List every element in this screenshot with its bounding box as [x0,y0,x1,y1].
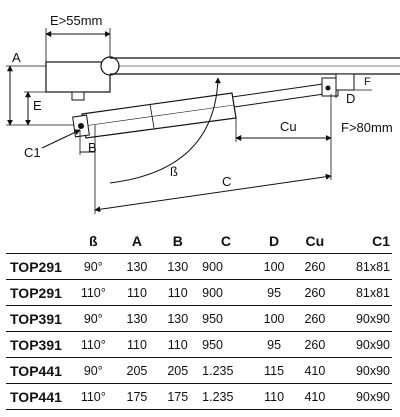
cell-c: 1.235 [198,357,254,384]
cell-d: 95 [253,331,295,358]
cell-model: TOP291 [6,279,70,306]
cell-d: 95 [253,279,295,306]
cell-b: 110 [157,331,199,358]
cell-b: 110 [157,279,199,306]
operator-divider [149,103,155,129]
cell-cu: 410 [294,357,336,384]
cell-model: TOP391 [6,331,70,358]
header-beta: ß [70,228,117,254]
c-label: C [222,174,231,189]
cell-c1: 81x81 [335,279,392,306]
table-row: TOP391 110° 110 110 950 95 260 90x90 [6,331,392,358]
cell-d: 100 [253,305,295,332]
cell-beta: 110° [70,383,117,410]
cell-a: 110 [116,331,158,358]
cell-beta: 110° [70,331,117,358]
cell-b: 130 [157,253,199,280]
piston-rod-bottom [233,92,332,108]
cell-c1: 90x90 [335,357,392,384]
cell-c1: 81x81 [335,253,392,280]
cell-a: 130 [116,305,158,332]
cell-model: TOP391 [6,305,70,332]
cell-b: 205 [157,357,199,384]
b-label: B [88,140,97,155]
a-label: A [12,50,21,65]
table-header-row: ß A B C D Cu C1 [6,228,392,254]
cell-c: 950 [198,331,254,358]
cell-beta: 90° [70,357,117,384]
rear-pivot [78,123,84,129]
front-plate [335,73,355,91]
cell-c: 900 [198,253,254,280]
cell-model: TOP441 [6,383,70,410]
cell-cu: 260 [294,331,336,358]
cell-beta: 90° [70,305,117,332]
c-dimension-line [94,173,332,213]
cell-a: 205 [116,357,158,384]
header-c: C [198,228,254,254]
cell-beta: 90° [70,253,117,280]
header-d: D [253,228,295,254]
gate-hinge [100,56,120,76]
installation-diagram: E>55mm A E ß Cu D F F>80mm C1 [6,13,400,214]
table-row: TOP391 90° 130 130 950 100 260 90x90 [6,305,392,332]
cell-d: 110 [253,383,295,410]
header-model [6,228,70,254]
c1-pointer [41,129,81,149]
cell-c: 900 [198,279,254,306]
cell-b: 175 [157,383,199,410]
spec-table: ß A B C D Cu C1 TOP291 90° 130 130 900 1… [6,228,392,410]
cell-d: 115 [253,357,295,384]
cell-a: 110 [116,279,158,306]
cell-cu: 260 [294,253,336,280]
bracket-foot [71,91,85,101]
e-min-label: E>55mm [50,13,102,28]
cell-a: 130 [116,253,158,280]
cell-cu: 410 [294,383,336,410]
f-min-label: F>80mm [341,120,393,135]
cell-beta: 110° [70,279,117,306]
table-row: TOP291 90° 130 130 900 100 260 81x81 [6,253,392,280]
cell-c1: 90x90 [335,331,392,358]
d-label: D [346,91,355,106]
cell-a: 175 [116,383,158,410]
cell-c1: 90x90 [335,383,392,410]
cell-c1: 90x90 [335,305,392,332]
table-row: TOP291 110° 110 110 900 95 260 81x81 [6,279,392,306]
cell-model: TOP441 [6,357,70,384]
table-row: TOP441 90° 205 205 1.235 115 410 90x90 [6,357,392,384]
header-a: A [116,228,158,254]
pillar-bracket [45,61,111,93]
piston-rod-top [231,82,331,98]
cell-model: TOP291 [6,253,70,280]
e-label: E [33,98,42,113]
header-b: B [157,228,199,254]
beta-label: ß [170,164,178,179]
cell-c: 1.235 [198,383,254,410]
cell-cu: 260 [294,279,336,306]
operator-midline [83,104,235,127]
front-pivot [325,85,331,91]
cell-d: 100 [253,253,295,280]
cu-label: Cu [280,119,297,134]
cell-b: 130 [157,305,199,332]
cell-c: 950 [198,305,254,332]
f-label: F [364,76,371,88]
header-c1: C1 [335,228,392,254]
cell-cu: 260 [294,305,336,332]
table-row: TOP441 110° 175 175 1.235 110 410 90x90 [6,383,392,410]
header-cu: Cu [294,228,336,254]
c1-label: C1 [24,145,41,160]
